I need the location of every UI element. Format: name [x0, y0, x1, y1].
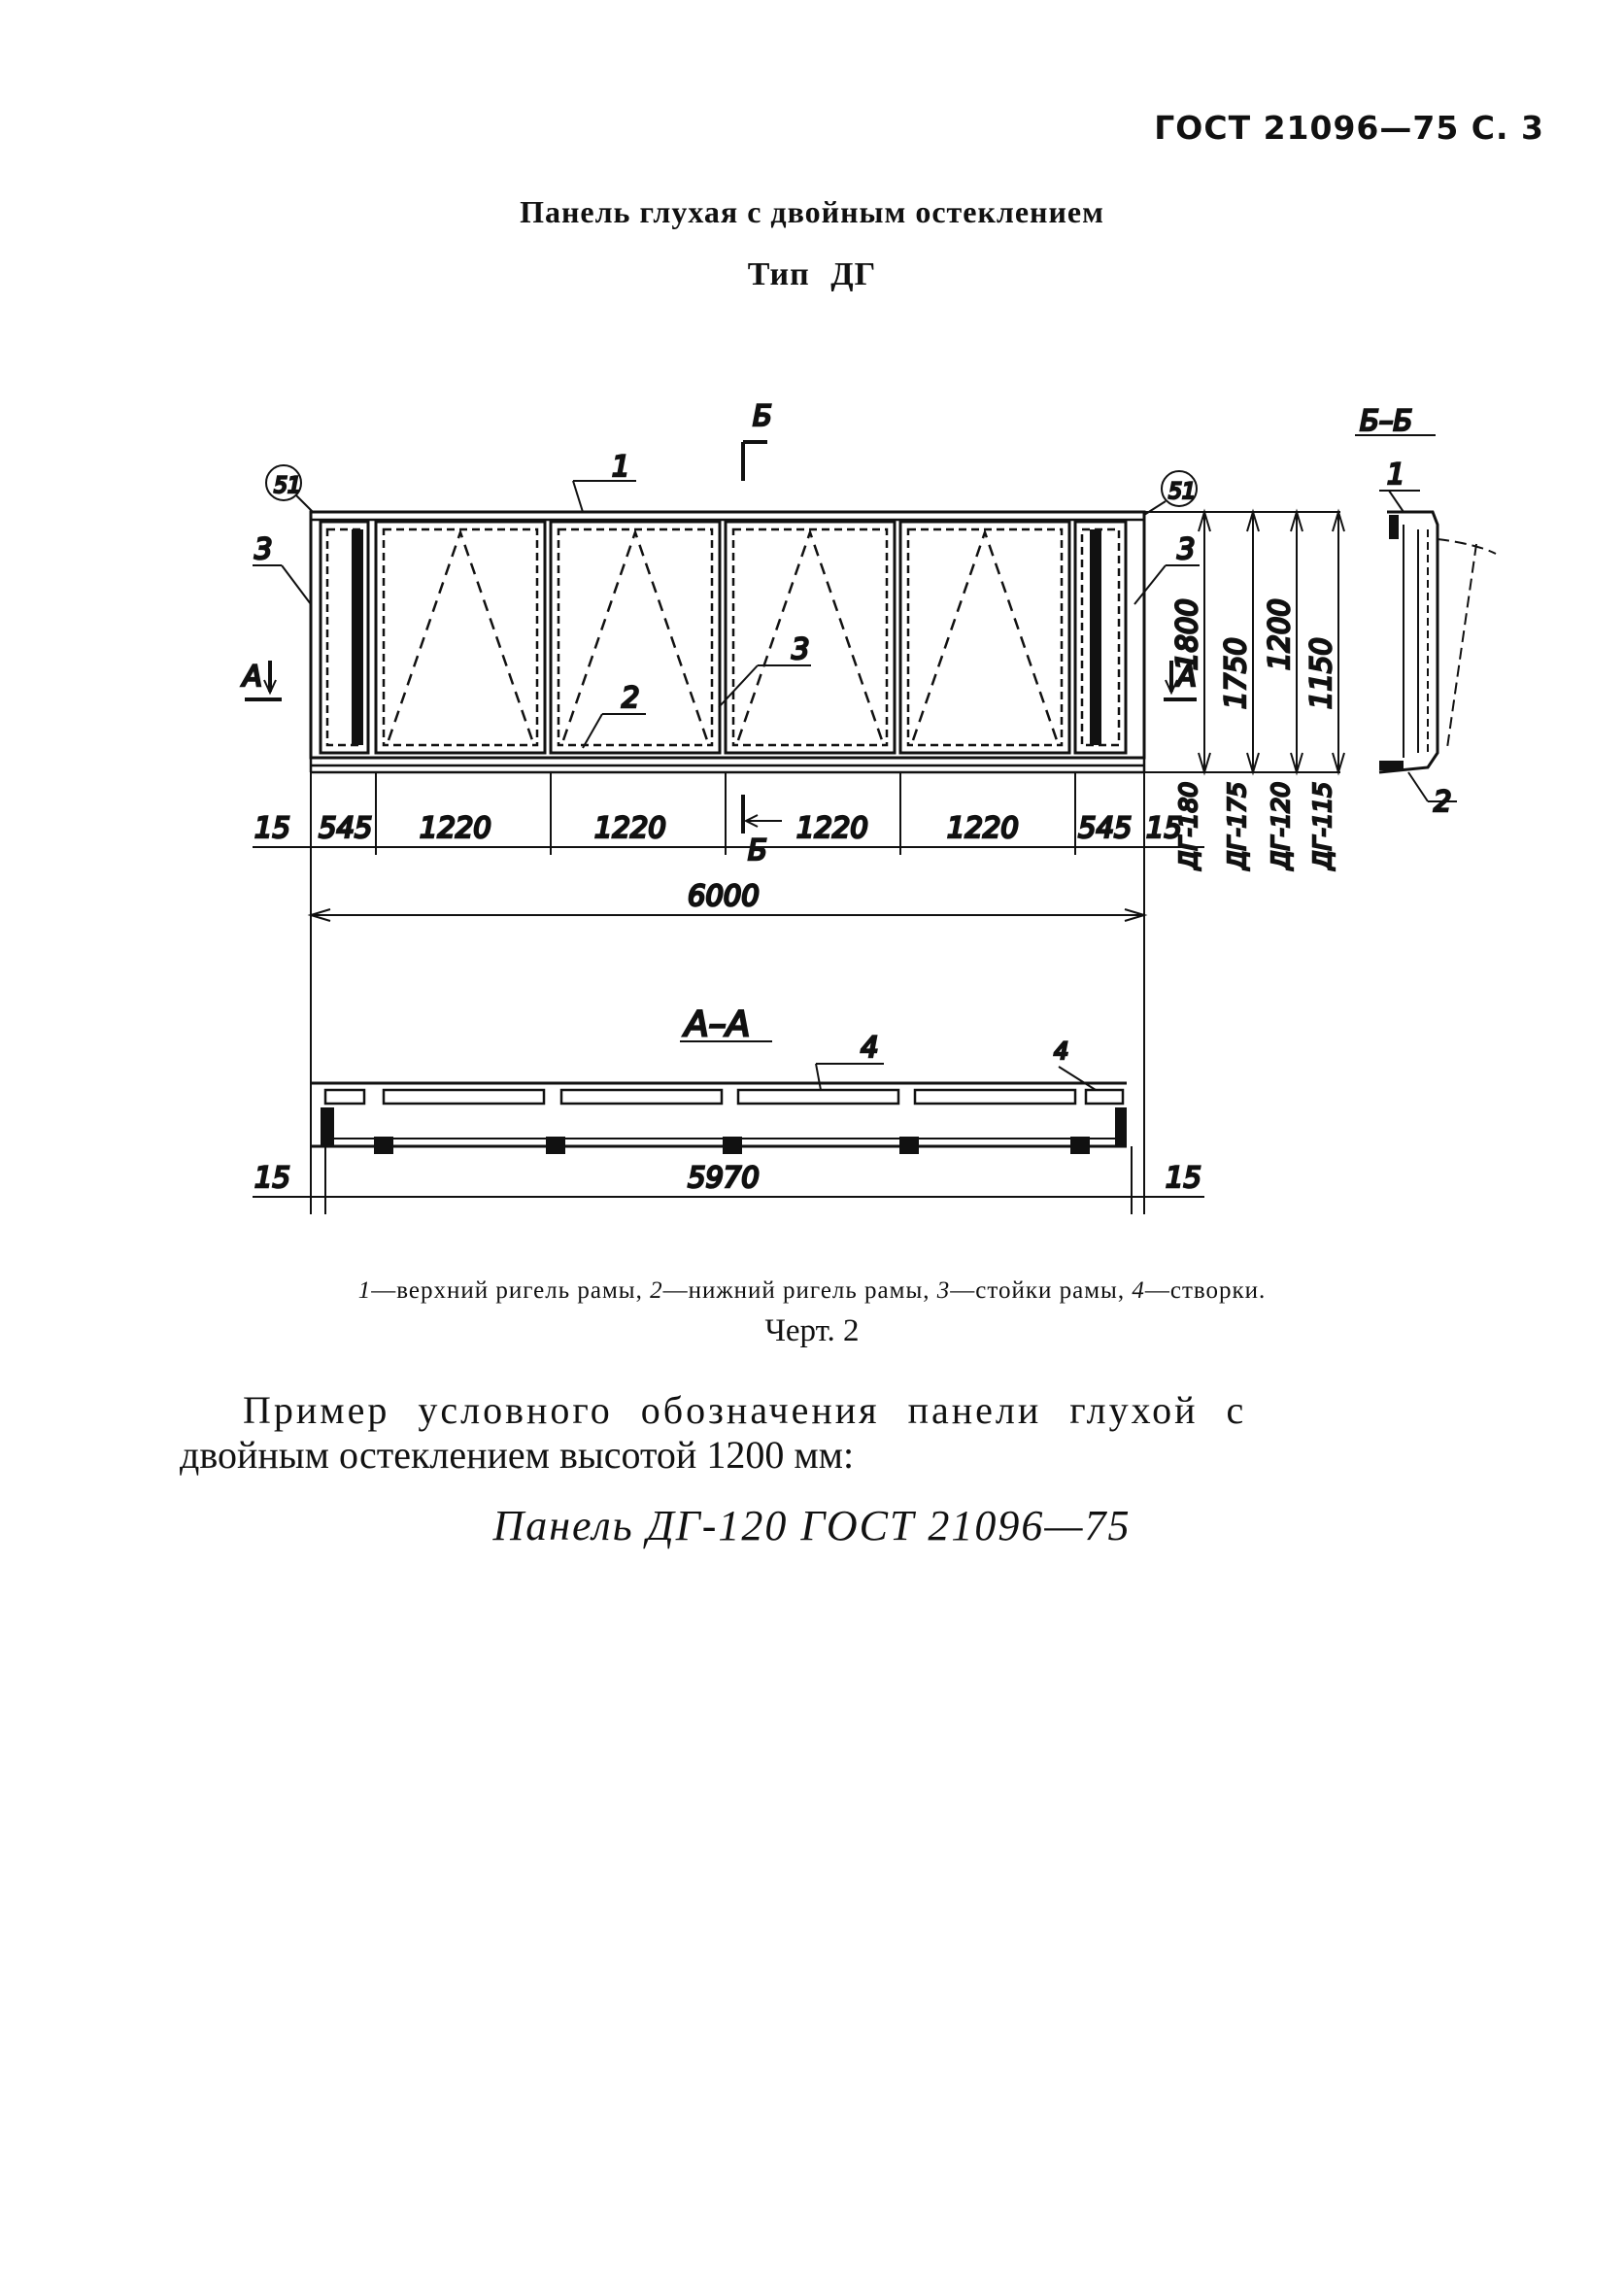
cut-b-bottom: Б	[748, 833, 767, 867]
dim-15-section-right: 15	[1166, 1161, 1201, 1194]
legend-text-2: —нижний ригель рамы,	[662, 1277, 937, 1304]
dim-15-right: 15	[1146, 811, 1182, 844]
drawing-title: Панель глухая с двойным остеклением	[520, 194, 1104, 229]
example-designation: Панель ДГ-120 ГОСТ 21096—75	[492, 1502, 1132, 1549]
type-dg120: ДГ-120	[1267, 782, 1295, 870]
drawing-legend: 1—верхний ригель рамы, 2—нижний ригель р…	[0, 1277, 1624, 1305]
dim-5970: 5970	[688, 1161, 760, 1194]
legend-num-4: 4	[1132, 1277, 1145, 1304]
node-mark-left: 51	[274, 474, 301, 498]
cut-a-left: А	[241, 660, 262, 693]
type-dg115: ДГ-115	[1308, 782, 1336, 870]
type-dg180: ДГ-180	[1174, 782, 1202, 870]
pos-1-label: 1	[612, 450, 629, 483]
legend-num-3: 3	[936, 1277, 951, 1304]
node-mark-right: 51	[1168, 480, 1196, 504]
pos-1-label-section: 1	[1387, 458, 1404, 491]
legend-text-4: —створки.	[1144, 1277, 1267, 1304]
example-intro-2: двойным остеклением высотой 1200 мм:	[180, 1433, 855, 1477]
technical-drawing: 51 51 1 3 3 3 2 Б А А Б 15 545 1220 1220…	[240, 398, 1497, 1214]
pos-3-label-right: 3	[1177, 532, 1195, 565]
section-a-a-label: А–А	[683, 1004, 750, 1044]
pos-4-label: 4	[861, 1031, 878, 1064]
dim-1220-b: 1220	[594, 811, 666, 844]
dim-15-section-left: 15	[254, 1161, 290, 1194]
dim-1150: 1150	[1304, 637, 1337, 709]
section-b-b-label: Б–Б	[1360, 404, 1412, 437]
dim-1220-c: 1220	[796, 811, 868, 844]
pos-3-label-left: 3	[254, 532, 272, 565]
dim-1220-a: 1220	[420, 811, 491, 844]
dim-1220-d: 1220	[947, 811, 1019, 844]
cut-b-top: Б	[753, 399, 772, 432]
legend-text-3: —стойки рамы,	[950, 1277, 1133, 1304]
section-a-a	[253, 1040, 1204, 1214]
pos-2-label-section: 2	[1434, 785, 1451, 818]
legend-num-1: 1	[357, 1277, 372, 1304]
dim-1800: 1800	[1170, 598, 1203, 670]
pos-4-label-right: 4	[1054, 1037, 1068, 1065]
example-intro: Пример условного обозначения панели глух…	[243, 1388, 1247, 1432]
drawing-type: Тип ДГ	[747, 256, 877, 292]
panel-elevation	[309, 510, 1146, 774]
dim-1750: 1750	[1219, 637, 1252, 709]
dim-545-left: 545	[319, 811, 372, 844]
dim-15-left: 15	[254, 811, 290, 844]
dim-overall-6000: 6000	[688, 879, 760, 912]
type-dg175: ДГ-175	[1223, 782, 1251, 870]
figure-caption: Черт. 2	[764, 1313, 860, 1348]
dim-545-right: 545	[1078, 811, 1132, 844]
dim-1200: 1200	[1263, 598, 1296, 670]
legend-num-2: 2	[650, 1277, 663, 1304]
cut-a-right: А	[1175, 660, 1197, 693]
page-header: ГОСТ 21096—75 С. 3	[1154, 109, 1544, 147]
pos-2-label: 2	[622, 681, 639, 714]
section-b-b	[1355, 434, 1497, 802]
pos-3-label-mid: 3	[792, 632, 809, 665]
legend-text-1: —верхний ригель рамы,	[371, 1277, 651, 1304]
